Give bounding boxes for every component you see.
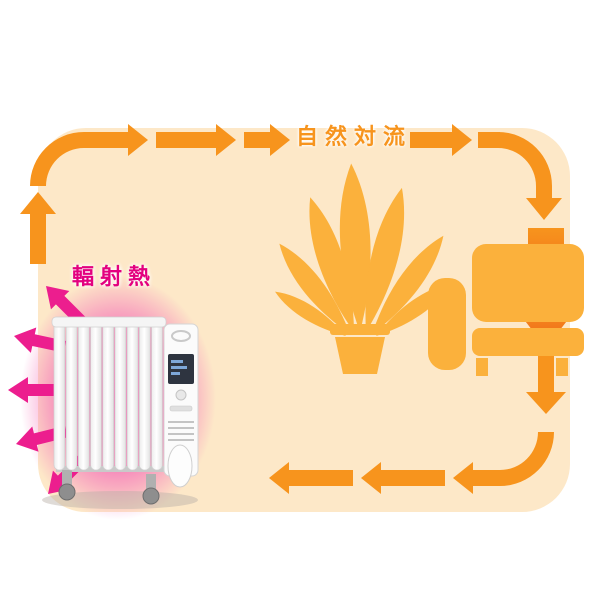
- plant-silhouette: [271, 162, 456, 374]
- caster-wheel: [58, 483, 76, 501]
- heater-dial: [175, 389, 187, 401]
- sofa-armrest: [428, 278, 466, 370]
- sofa-seat: [472, 328, 584, 356]
- heater-handle: [171, 330, 191, 342]
- heater-control-panel: [163, 323, 199, 488]
- caster-wheel: [142, 487, 160, 505]
- plant-pot-rim: [330, 324, 390, 335]
- heater-fins: [53, 321, 163, 471]
- radiant-heat-label: 輻射熱: [72, 265, 157, 290]
- natural-convection-label: 自然対流: [296, 125, 413, 150]
- sofa-leg: [556, 358, 568, 376]
- plant-pot: [335, 337, 385, 374]
- heater-cord-holder: [167, 444, 193, 488]
- oil-heater-image: [42, 316, 199, 509]
- heater-vents: [168, 421, 194, 441]
- heater-top-bar: [51, 316, 167, 328]
- sofa-back: [472, 244, 584, 322]
- sofa-leg: [476, 358, 488, 376]
- sofa-silhouette: [428, 244, 584, 376]
- convection-arrows: [20, 124, 566, 494]
